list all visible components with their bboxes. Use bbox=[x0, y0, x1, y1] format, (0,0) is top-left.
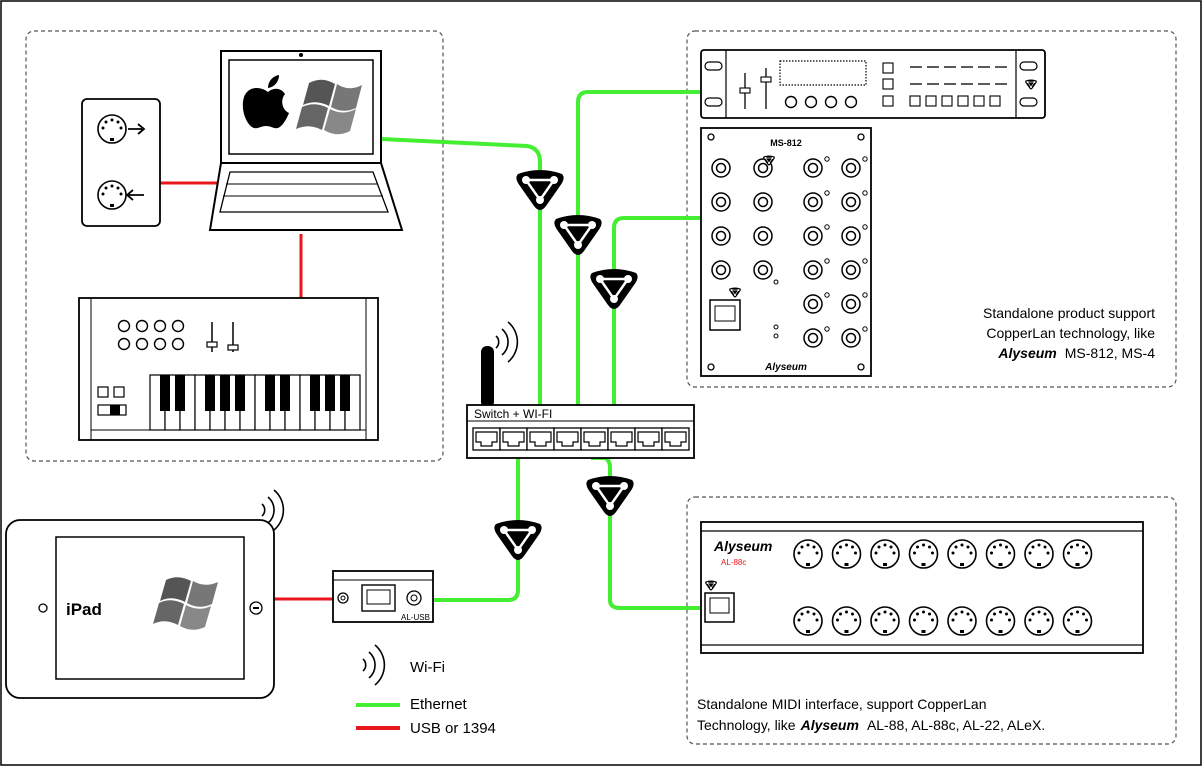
alusb-device: AL-USB bbox=[332, 570, 434, 623]
audio-jack-icon bbox=[841, 294, 861, 314]
midi-port-box bbox=[81, 98, 161, 227]
midi-din-icon bbox=[1024, 539, 1054, 569]
svg-text:Standalone product support: Standalone product support bbox=[983, 305, 1155, 321]
midi-din-icon bbox=[985, 539, 1016, 569]
windows-logo-icon bbox=[296, 79, 362, 135]
audio-jack-icon bbox=[753, 226, 773, 246]
ipad-label: iPad bbox=[66, 600, 102, 619]
ethernet-port-icon bbox=[526, 427, 555, 451]
wifi-icon bbox=[362, 644, 386, 686]
audio-jack-icon bbox=[841, 226, 861, 246]
midi-din-icon bbox=[870, 606, 900, 636]
audio-jack-icon bbox=[711, 158, 731, 178]
audio-jack-icon bbox=[711, 260, 731, 280]
legend: Wi-Fi Ethernet USB or 1394 bbox=[356, 644, 496, 737]
svg-text:CopperLan technology, like: CopperLan technology, like bbox=[986, 325, 1155, 341]
audio-jack-icon bbox=[803, 226, 823, 246]
midi-din-icon bbox=[793, 539, 823, 569]
legend-usb: USB or 1394 bbox=[410, 720, 496, 737]
standalone-product-caption: Standalone product support CopperLan tec… bbox=[983, 305, 1155, 361]
usb-cables bbox=[160, 181, 333, 601]
ethernet-cable-laptop bbox=[380, 137, 542, 405]
audio-jack-icon bbox=[841, 192, 861, 212]
audio-jack-icon bbox=[841, 158, 861, 178]
midi-din-icon bbox=[1024, 606, 1054, 636]
midi-din-icon bbox=[831, 539, 862, 569]
ethernet-port-icon bbox=[661, 427, 690, 451]
copperlan-icon bbox=[589, 267, 639, 311]
audio-jack-icon bbox=[803, 192, 823, 212]
al88c-model: AL-88c bbox=[721, 558, 746, 567]
alusb-label: AL-USB bbox=[401, 613, 430, 622]
audio-jack-icon bbox=[803, 294, 823, 314]
network-switch: Switch + WI-FI bbox=[466, 321, 695, 459]
antenna-icon bbox=[481, 346, 494, 408]
windows-logo-icon bbox=[153, 577, 218, 630]
audio-jack-icon bbox=[841, 328, 861, 348]
ms812-title: MS-812 bbox=[770, 138, 802, 148]
rack-unit bbox=[700, 49, 1046, 119]
ethernet-cable-alusb bbox=[433, 458, 520, 602]
ethernet-port-icon bbox=[580, 427, 609, 451]
standalone-product-box bbox=[686, 30, 1177, 388]
midi-din-icon bbox=[985, 606, 1016, 636]
copperlan-icon bbox=[515, 168, 565, 212]
audio-jack-icon bbox=[711, 226, 731, 246]
ethernet-port-icon bbox=[472, 427, 501, 451]
al88c-device: Alyseum AL-88c bbox=[700, 521, 1144, 654]
apple-logo-icon bbox=[242, 75, 289, 129]
midi-din-icon bbox=[831, 606, 862, 636]
midi-din-icon bbox=[908, 539, 939, 569]
ethernet-cable-rack-unit bbox=[576, 90, 701, 405]
audio-jack-icon bbox=[803, 328, 823, 348]
audio-jack-icon bbox=[803, 158, 823, 178]
audio-jack-icon bbox=[803, 260, 823, 280]
midi-din-icon bbox=[793, 606, 823, 636]
copperlan-icon bbox=[585, 474, 635, 518]
ethernet-cables bbox=[380, 90, 705, 610]
ms812-brand: Alyseum bbox=[764, 362, 807, 373]
legend-wifi: Wi-Fi bbox=[410, 659, 445, 676]
standalone-midi-caption: Standalone MIDI interface, support Coppe… bbox=[697, 696, 1045, 733]
svg-text:Standalone MIDI interface, sup: Standalone MIDI interface, support Coppe… bbox=[697, 696, 987, 712]
midi-din-icon bbox=[947, 606, 977, 636]
ethernet-port-icon bbox=[499, 427, 528, 451]
ms812-device: MS-812 Alyseum bbox=[700, 127, 872, 377]
ipad: iPad bbox=[5, 489, 285, 699]
midi-din-icon bbox=[1062, 539, 1093, 569]
legend-ethernet: Ethernet bbox=[410, 696, 468, 713]
audio-jack-icon bbox=[841, 260, 861, 280]
piano-keys bbox=[149, 374, 361, 431]
wifi-icon bbox=[495, 321, 519, 363]
laptop bbox=[208, 50, 404, 231]
audio-jack-icon bbox=[753, 192, 773, 212]
copperlan-icon bbox=[553, 213, 603, 257]
ethernet-port-icon bbox=[607, 427, 636, 451]
midi-din-icon bbox=[1062, 606, 1093, 636]
copperlan-icon bbox=[493, 518, 543, 562]
audio-jack-icon bbox=[711, 192, 731, 212]
midi-din-icon bbox=[908, 606, 939, 636]
al88c-brand: Alyseum bbox=[713, 538, 772, 554]
midi-din-icon bbox=[947, 539, 977, 569]
ethernet-cable-ms812 bbox=[612, 216, 701, 405]
ethernet-port-icon bbox=[634, 427, 663, 451]
midi-din-icon bbox=[97, 114, 127, 144]
midi-din-icon bbox=[97, 180, 127, 210]
ethernet-port-icon bbox=[553, 427, 582, 451]
audio-jack-icon bbox=[753, 260, 773, 280]
midi-din-icon bbox=[870, 539, 900, 569]
switch-label: Switch + WI-FI bbox=[474, 407, 552, 421]
midi-keyboard bbox=[78, 297, 379, 441]
